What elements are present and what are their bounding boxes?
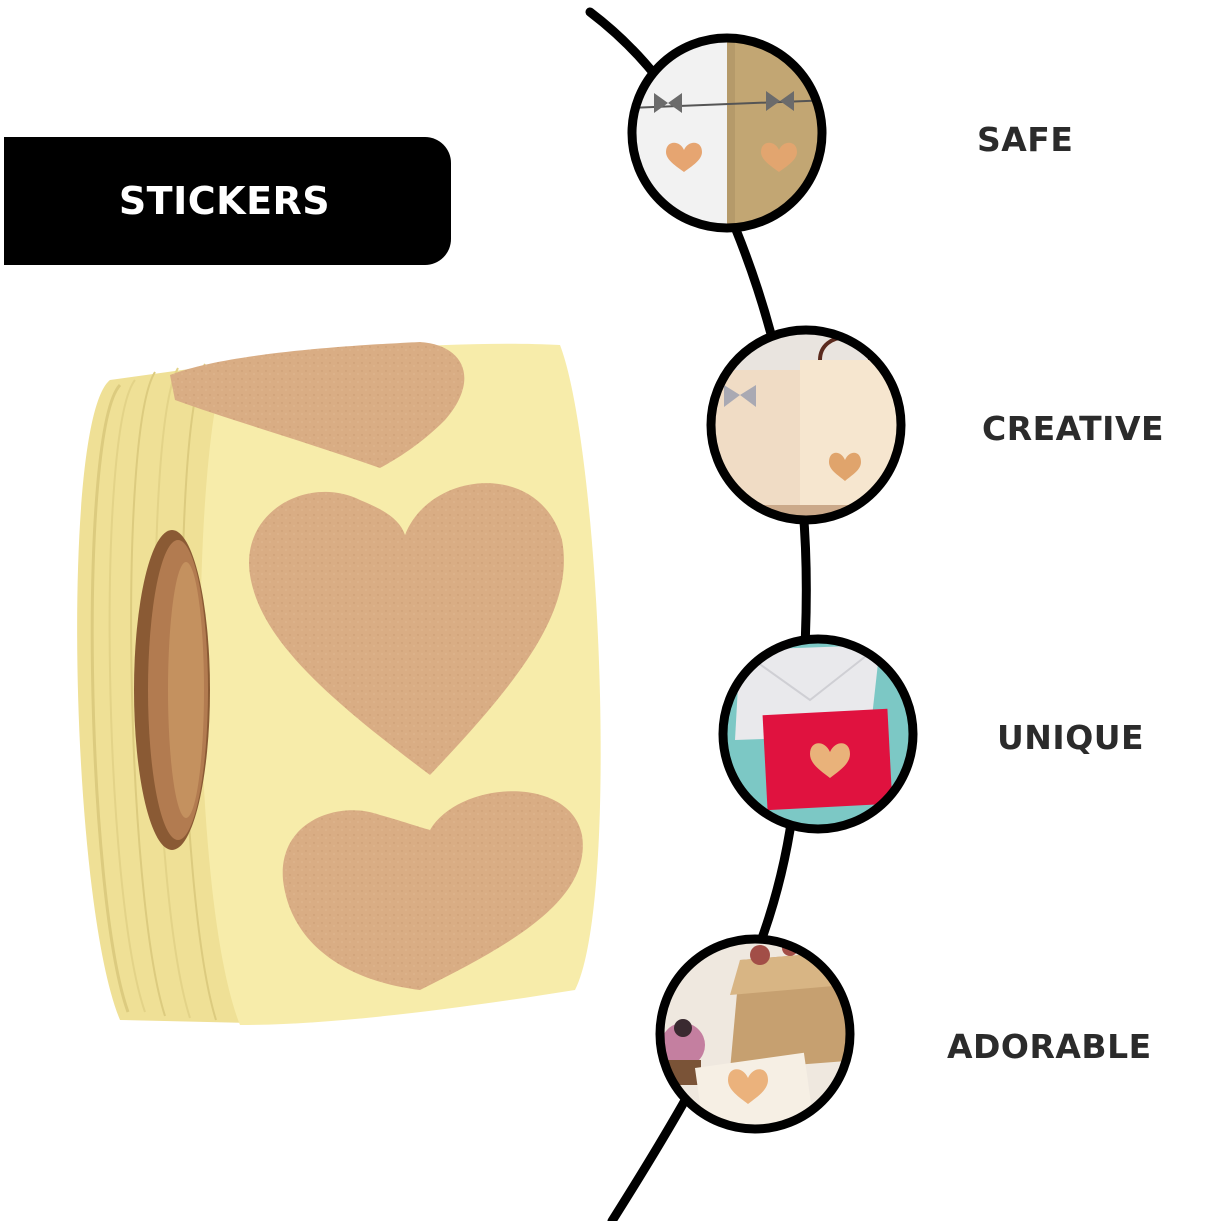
safe-photo — [627, 33, 827, 233]
adorable-photo — [655, 934, 855, 1134]
banner-label: STICKERS — [118, 179, 331, 223]
feature-label-creative: CREATIVE — [982, 409, 1165, 448]
feature-label-safe: SAFE — [977, 120, 1074, 159]
feature-label-adorable: ADORABLE — [947, 1027, 1152, 1066]
sticker-roll-image — [77, 342, 601, 1025]
creative-photo — [706, 325, 906, 525]
unique-photo — [718, 634, 918, 834]
stickers-banner: STICKERS — [4, 137, 451, 265]
feature-label-unique: UNIQUE — [997, 718, 1145, 757]
